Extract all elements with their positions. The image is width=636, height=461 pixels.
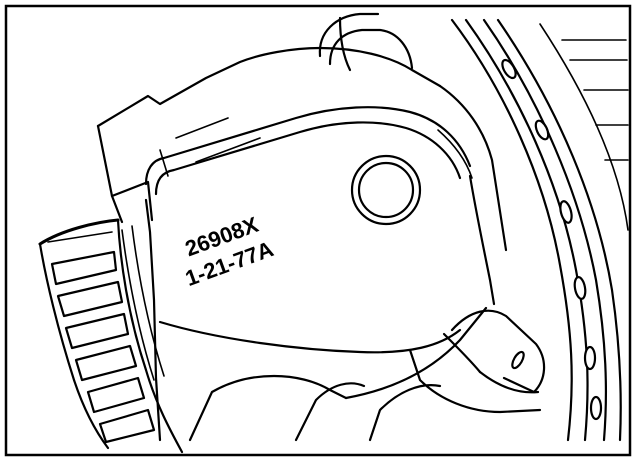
flange-assembly (450, 18, 629, 442)
housing-body (96, 12, 546, 442)
ring-gear (38, 218, 184, 454)
picture-frame (4, 4, 632, 457)
filler-plug (357, 161, 415, 219)
